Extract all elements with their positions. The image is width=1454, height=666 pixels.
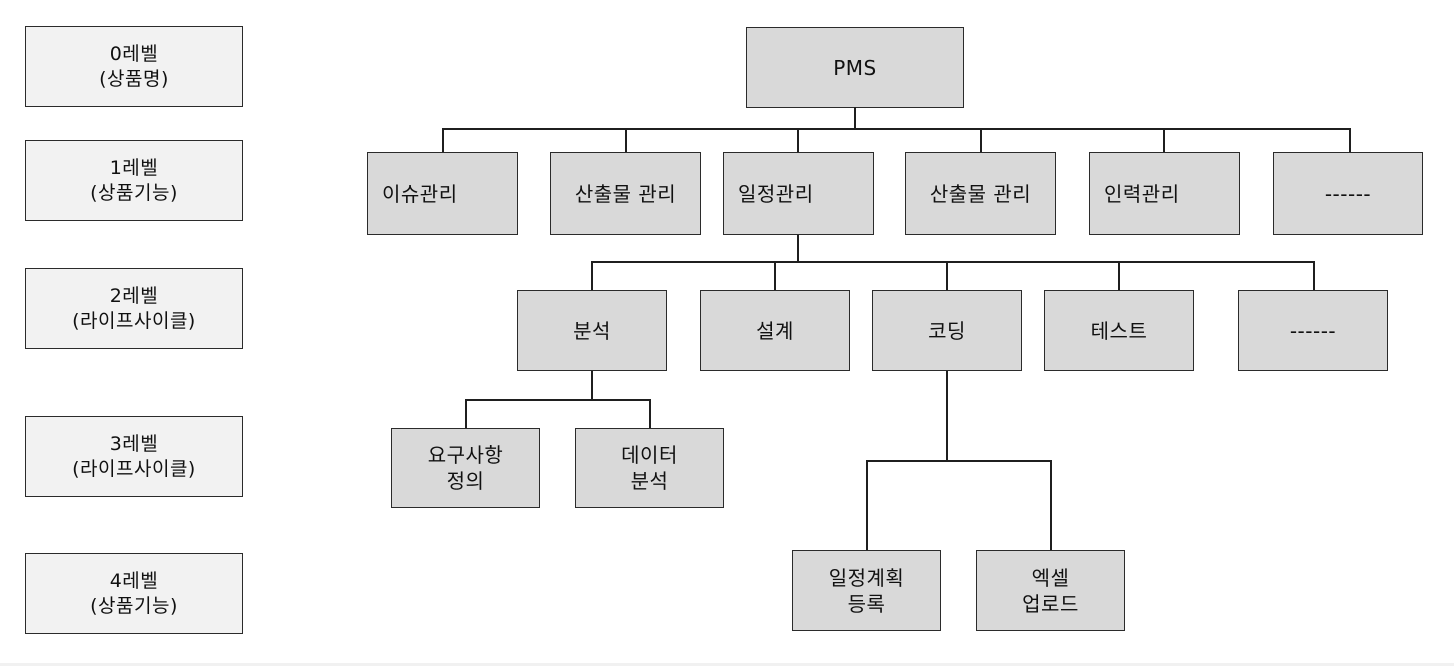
schedule-to-level2-stem (797, 235, 799, 262)
level-label-3: 3레벨 (라이프사이클) (25, 416, 243, 497)
level1-horizontal-bus (442, 128, 1350, 130)
level2-node-design: 설계 (700, 290, 850, 371)
level1-drop-output-b (980, 128, 982, 152)
bottom-divider (0, 663, 1454, 666)
level1-node-output-management-b: 산출물 관리 (905, 152, 1056, 235)
level2-drop-test (1118, 261, 1120, 290)
level1-node-manpower-management: 인력관리 (1089, 152, 1240, 235)
level-label-0: 0레벨 (상품명) (25, 26, 243, 107)
level2-drop-more (1313, 261, 1315, 290)
root-to-level1-stem (854, 107, 856, 129)
level2-node-coding: 코딩 (872, 290, 1022, 371)
level1-drop-manpower (1163, 128, 1165, 152)
level4-horizontal-bus (866, 460, 1051, 462)
level3-horizontal-bus (465, 399, 650, 401)
root-node: PMS (746, 27, 964, 108)
level2-drop-design (774, 261, 776, 290)
level2-node-test: 테스트 (1044, 290, 1194, 371)
level1-drop-output-a (625, 128, 627, 152)
level3-drop-data-analysis (649, 399, 651, 428)
level3-node-data-analysis: 데이터 분석 (575, 428, 724, 508)
level4-drop-schedule-registration (866, 460, 868, 550)
level-label-2: 2레벨 (라이프사이클) (25, 268, 243, 349)
level1-drop-more (1349, 128, 1351, 152)
analysis-to-level3-stem (591, 371, 593, 400)
level1-drop-issue (442, 128, 444, 152)
level2-drop-analysis (591, 261, 593, 290)
level2-drop-coding (946, 261, 948, 290)
level1-node-output-management-a: 산출물 관리 (550, 152, 701, 235)
level4-node-excel-upload: 엑셀 업로드 (976, 550, 1125, 631)
level-label-1: 1레벨 (상품기능) (25, 140, 243, 221)
level2-node-more: ------ (1238, 290, 1388, 371)
level3-drop-requirements (465, 399, 467, 428)
coding-to-level4-stem (946, 371, 948, 461)
level1-node-issue-management: 이슈관리 (367, 152, 518, 235)
level2-horizontal-bus (591, 261, 1314, 263)
level4-node-schedule-plan-registration: 일정계획 등록 (792, 550, 941, 631)
level1-node-schedule-management: 일정관리 (723, 152, 874, 235)
level2-node-analysis: 분석 (517, 290, 667, 371)
level-label-4: 4레벨 (상품기능) (25, 553, 243, 634)
level3-node-requirements-definition: 요구사항 정의 (391, 428, 540, 508)
level4-drop-excel-upload (1050, 460, 1052, 550)
level1-node-more: ------ (1273, 152, 1423, 235)
level1-drop-schedule (797, 128, 799, 152)
